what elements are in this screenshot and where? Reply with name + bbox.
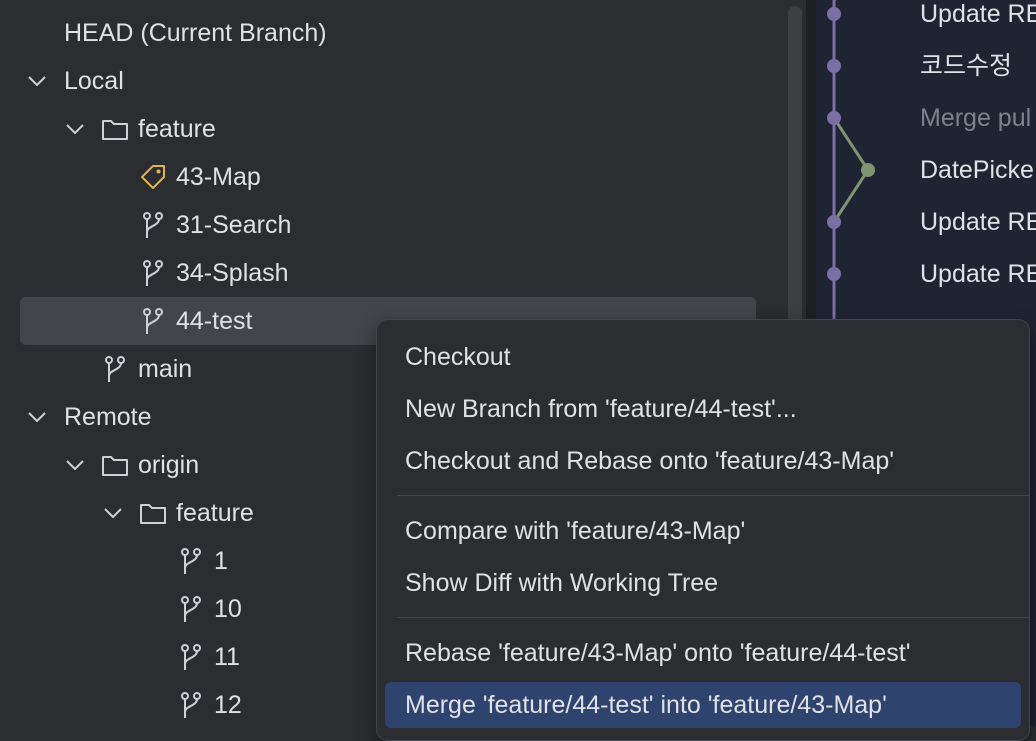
tree-item-branch-31-search[interactable]: 31-Search (20, 201, 760, 249)
remote-label: Remote (64, 402, 152, 431)
branch-label: 43-Map (176, 162, 261, 191)
commit-dot (827, 7, 841, 21)
commit-dot (827, 215, 841, 229)
branch-label: main (138, 354, 193, 383)
tree-item-branch-34-splash[interactable]: 34-Splash (20, 249, 760, 297)
branch-context-menu: Checkout New Branch from 'feature/44-tes… (376, 319, 1030, 741)
tree-item-branch-43-map[interactable]: 43-Map (20, 153, 760, 201)
branch-icon (176, 690, 206, 720)
commit-message[interactable]: DatePicke (920, 156, 1034, 184)
tree-item-remote-branch-10[interactable]: 10 (20, 585, 760, 633)
branch-icon (138, 210, 168, 240)
tree-item-remote-branch-11[interactable]: 11 (20, 633, 760, 681)
commit-dot (827, 111, 841, 125)
chevron-down-icon[interactable] (64, 454, 86, 476)
commit-message[interactable]: Merge pul (920, 104, 1032, 132)
branch-icon (138, 258, 168, 288)
commit-message[interactable]: 코드수정 (920, 52, 1013, 80)
head-label: HEAD (Current Branch) (64, 18, 327, 47)
branch-icon (138, 306, 168, 336)
local-label: Local (64, 66, 124, 95)
folder-label: feature (138, 114, 216, 143)
tree-node-local-feature[interactable]: feature (20, 105, 760, 153)
tree-item-head[interactable]: HEAD (Current Branch) (20, 9, 760, 57)
tree-item-remote-branch-12[interactable]: 12 (20, 681, 760, 729)
branch-label: 12 (214, 690, 242, 719)
menu-item-new-branch[interactable]: New Branch from 'feature/44-test'... (405, 394, 797, 423)
menu-item-compare[interactable]: Compare with 'feature/43-Map' (405, 516, 746, 545)
folder-label: feature (176, 498, 254, 527)
chevron-down-icon[interactable] (26, 406, 48, 428)
tree-node-local[interactable]: Local (20, 57, 760, 105)
branch-label: 1 (214, 546, 228, 575)
commit-message[interactable]: Update RE (920, 208, 1036, 236)
tag-icon (138, 162, 168, 192)
tree-node-remote[interactable]: Remote (20, 393, 760, 441)
tree-node-origin[interactable]: origin (20, 441, 760, 489)
branch-label: 34-Splash (176, 258, 289, 287)
branch-icon (100, 354, 130, 384)
branch-icon (176, 642, 206, 672)
folder-icon (100, 450, 130, 480)
chevron-down-icon[interactable] (102, 502, 124, 524)
chevron-down-icon[interactable] (64, 118, 86, 140)
menu-separator (397, 495, 1029, 496)
folder-icon (138, 498, 168, 528)
commit-dot (861, 163, 875, 177)
branch-label: 44-test (176, 306, 253, 335)
origin-label: origin (138, 450, 200, 479)
chevron-down-icon[interactable] (26, 70, 48, 92)
menu-item-show-diff[interactable]: Show Diff with Working Tree (405, 568, 719, 597)
tree-item-branch-main[interactable]: main (20, 345, 760, 393)
branch-icon (176, 594, 206, 624)
commit-message[interactable]: Update RE (920, 0, 1036, 28)
commit-dot (827, 59, 841, 73)
menu-item-checkout[interactable]: Checkout (405, 342, 511, 371)
branch-label: 31-Search (176, 210, 292, 239)
menu-separator (397, 617, 1029, 618)
menu-item-merge[interactable]: Merge 'feature/44-test' into 'feature/43… (385, 682, 1021, 728)
branch-icon (176, 546, 206, 576)
commit-dot (827, 267, 841, 281)
commit-message[interactable]: Update RE (920, 260, 1036, 288)
tree-item-remote-branch-1[interactable]: 1 (20, 537, 760, 585)
branch-label: 11 (214, 642, 240, 671)
tree-node-remote-feature[interactable]: feature (20, 489, 760, 537)
branch-label: 10 (214, 594, 242, 623)
menu-item-checkout-rebase[interactable]: Checkout and Rebase onto 'feature/43-Map… (405, 446, 895, 475)
menu-item-rebase[interactable]: Rebase 'feature/43-Map' onto 'feature/44… (405, 638, 911, 667)
folder-icon (100, 114, 130, 144)
